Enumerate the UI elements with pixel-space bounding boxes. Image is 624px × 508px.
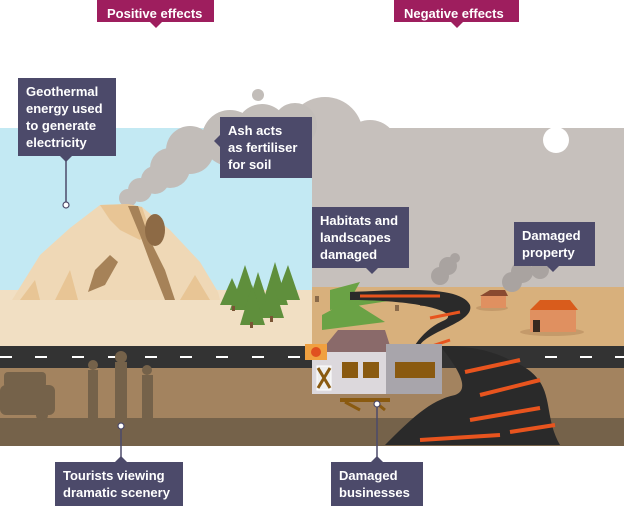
tourists-label: Tourists viewing dramatic scenery xyxy=(55,456,183,506)
label-line: Habitats and xyxy=(320,213,399,228)
volcano xyxy=(12,204,220,300)
negative-effects-text: Negative effects xyxy=(404,6,504,21)
ash-fertiliser-label: Ash acts as fertiliser for soil xyxy=(214,117,312,178)
damaged-businesses-label: Damaged businesses xyxy=(331,456,423,506)
damaged-house-small xyxy=(476,290,508,311)
geothermal-marker xyxy=(62,201,70,209)
label-line: Damaged xyxy=(522,228,581,243)
damaged-business xyxy=(305,330,442,412)
label-line: Ash acts xyxy=(228,123,283,138)
road-markings xyxy=(0,356,624,358)
damaged-house-large xyxy=(520,300,584,336)
cloud-gap xyxy=(543,127,569,153)
smoke-plumes xyxy=(431,253,549,292)
damaged-property-label: Damaged property xyxy=(514,222,595,272)
label-line: dramatic scenery xyxy=(63,485,170,500)
label-line: businesses xyxy=(339,485,410,500)
positive-effects-text: Positive effects xyxy=(107,6,203,21)
tourists-marker xyxy=(117,422,125,430)
lava-flow-road xyxy=(385,346,560,445)
label-line: Tourists viewing xyxy=(63,468,165,483)
geothermal-label: Geothermal energy used to generate elect… xyxy=(18,78,116,162)
label-line: as fertiliser xyxy=(228,140,298,155)
label-line: to generate xyxy=(26,118,97,133)
label-line: electricity xyxy=(26,135,87,150)
negative-effects-header: Negative effects xyxy=(394,0,519,28)
car-silhouette xyxy=(0,372,55,421)
forest-left xyxy=(220,262,300,325)
positive-effects-header: Positive effects xyxy=(97,0,214,28)
habitats-damaged-label: Habitats and landscapes damaged xyxy=(312,207,409,274)
label-line: for soil xyxy=(228,157,272,172)
label-line: property xyxy=(522,245,575,260)
businesses-marker xyxy=(373,400,381,408)
tourists-silhouette xyxy=(88,351,153,418)
forest-right xyxy=(322,282,395,330)
label-line: Damaged xyxy=(339,468,398,483)
ash-cloud-right xyxy=(287,97,624,205)
label-line: landscapes xyxy=(320,230,391,245)
label-line: energy used xyxy=(26,101,103,116)
label-line: Geothermal xyxy=(26,84,99,99)
label-line: damaged xyxy=(320,247,378,262)
